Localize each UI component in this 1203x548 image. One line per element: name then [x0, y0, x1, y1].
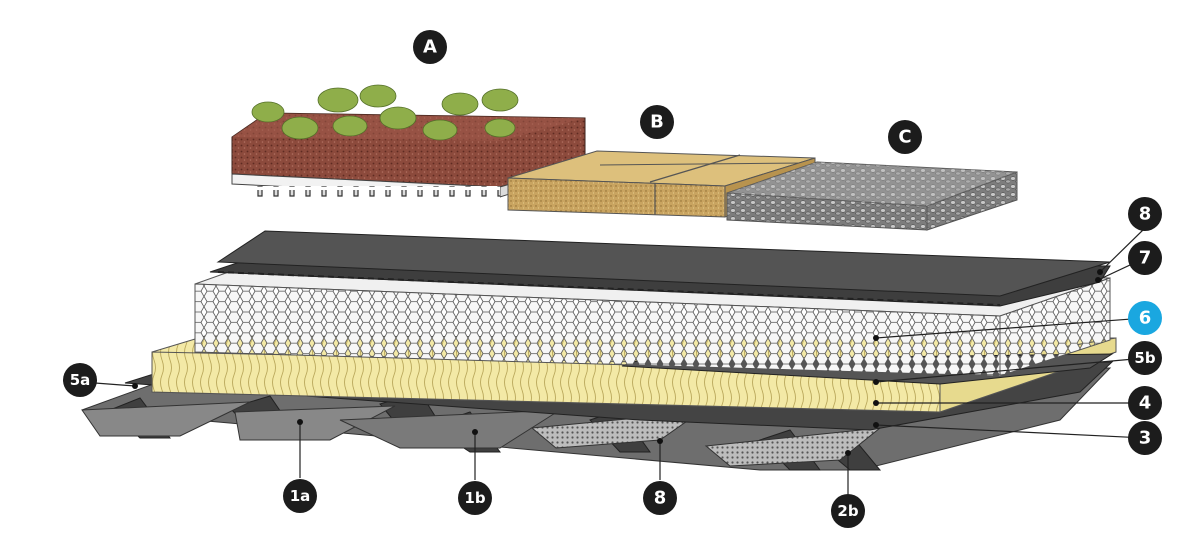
callout-B-label: B — [650, 112, 664, 133]
callout-4: 4 — [1128, 386, 1162, 420]
callout-7-label: 7 — [1139, 248, 1152, 269]
callout-1b-label: 1b — [464, 489, 485, 507]
callout-C-label: C — [898, 127, 911, 148]
green-roof-sample — [231, 84, 586, 200]
callout-C: C — [888, 120, 922, 154]
leader-lines — [94, 227, 1146, 494]
leader-dots — [132, 269, 1103, 456]
callout-5a-label: 5a — [70, 371, 91, 389]
callout-1b: 1b — [458, 481, 492, 515]
callout-1a-label: 1a — [290, 487, 311, 505]
callout-A: A — [413, 30, 447, 64]
gravel-sample — [726, 161, 1018, 231]
callout-B: B — [640, 105, 674, 139]
callout-3: 3 — [1128, 421, 1162, 455]
callout-7: 7 — [1128, 241, 1162, 275]
callout-4-label: 4 — [1139, 393, 1152, 414]
vegetation — [251, 84, 519, 141]
callout-6: 6 — [1128, 301, 1162, 335]
callout-8-bottom-label: 8 — [654, 488, 667, 509]
callout-5b-label: 5b — [1134, 349, 1155, 367]
callout-8-bottom: 8 — [643, 481, 677, 515]
drainage-layer — [248, 186, 500, 200]
callout-1a: 1a — [283, 479, 317, 513]
callout-5b: 5b — [1128, 341, 1162, 375]
callout-2b-label: 2b — [837, 502, 858, 520]
callout-6-label: 6 — [1139, 308, 1152, 329]
callout-5a: 5a — [63, 363, 97, 397]
callout-2b: 2b — [831, 494, 865, 528]
callout-3-label: 3 — [1139, 428, 1152, 449]
callout-8-top: 8 — [1128, 197, 1162, 231]
callout-8-top-label: 8 — [1139, 204, 1152, 225]
perforated-deck-2 — [704, 427, 882, 467]
callout-A-label: A — [423, 37, 437, 58]
